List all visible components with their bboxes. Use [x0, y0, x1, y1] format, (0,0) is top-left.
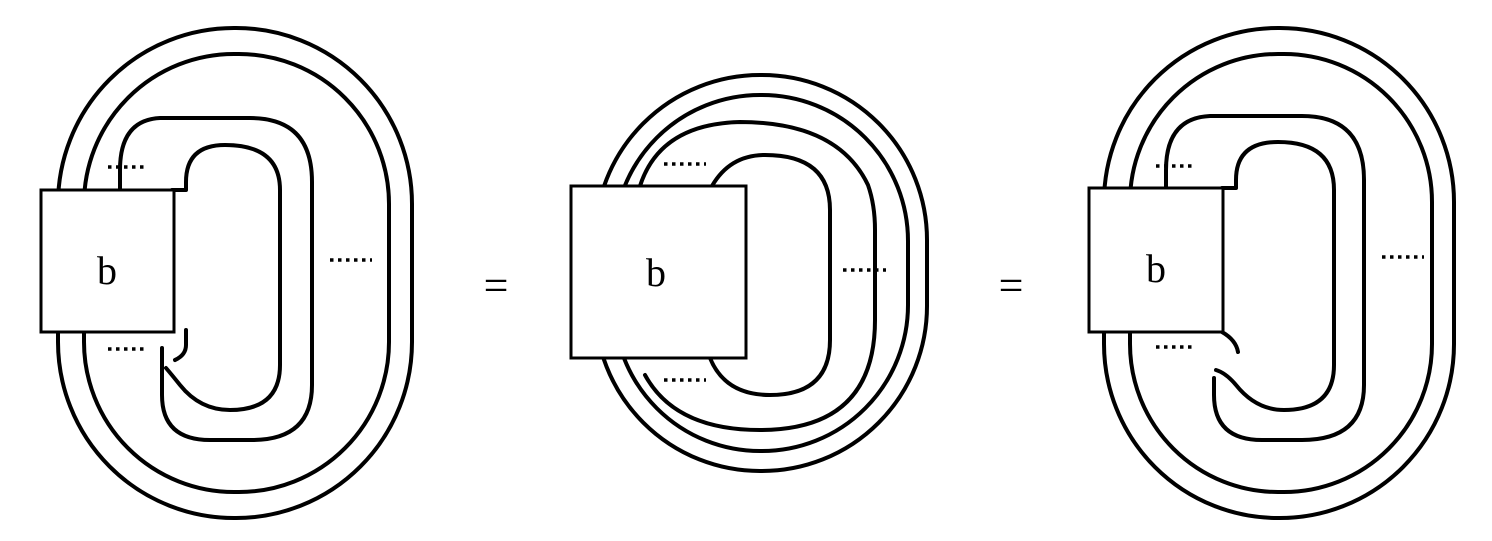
diagram-left: b	[39, 26, 414, 520]
equals-sign-1: =	[484, 261, 509, 310]
inner-strand	[118, 116, 314, 442]
crossing-strand	[173, 328, 188, 362]
equals-sign-2: =	[999, 261, 1024, 310]
braid-box	[39, 188, 176, 334]
innermost-strand	[708, 153, 832, 397]
inner-strand	[1164, 114, 1366, 442]
box-label: b	[1146, 246, 1166, 291]
braid-box	[569, 184, 748, 360]
diagram-right: b	[1087, 26, 1456, 520]
crossing-strand	[1220, 330, 1240, 354]
innermost-strand	[164, 143, 282, 412]
diagram-middle: b	[569, 73, 929, 473]
inner-strand	[638, 120, 877, 432]
innermost-strand	[1214, 140, 1336, 412]
braid-box	[1087, 186, 1225, 334]
box-label: b	[97, 248, 117, 293]
box-label: b	[646, 250, 666, 295]
